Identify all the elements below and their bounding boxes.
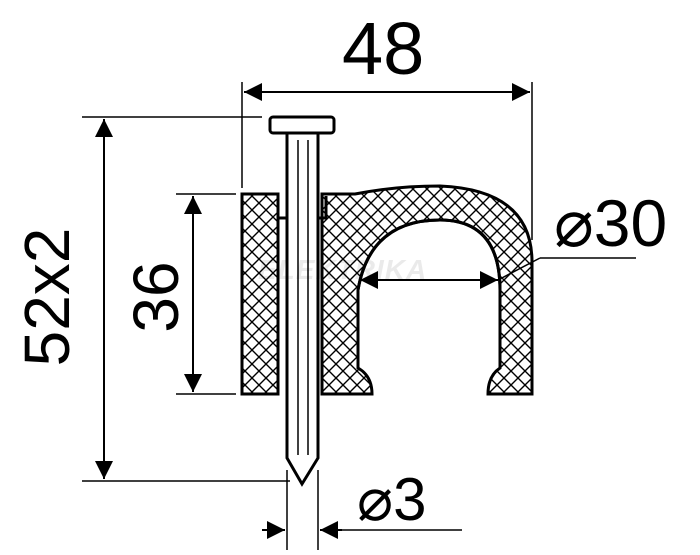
height-label: 52x2	[11, 227, 83, 367]
dimension-loop-diameter	[360, 257, 636, 289]
loop-diameter-label: ⌀30	[554, 186, 668, 260]
dimension-height	[82, 116, 290, 482]
watermark-text: ELEKTRIKA	[258, 254, 428, 285]
nail-diameter-label: ⌀3	[357, 466, 427, 533]
clip-arch-inner	[356, 218, 502, 368]
dimension-nail-diameter	[262, 470, 462, 550]
clip-body	[240, 184, 534, 396]
clip-left-block	[240, 192, 280, 396]
nail-shank	[285, 131, 320, 487]
dimension-inner-height	[176, 193, 236, 395]
nail-head	[268, 115, 336, 135]
nail	[268, 115, 336, 487]
inner-height-label: 36	[120, 261, 192, 333]
dimension-width	[241, 82, 533, 240]
width-label: 48	[342, 7, 425, 90]
